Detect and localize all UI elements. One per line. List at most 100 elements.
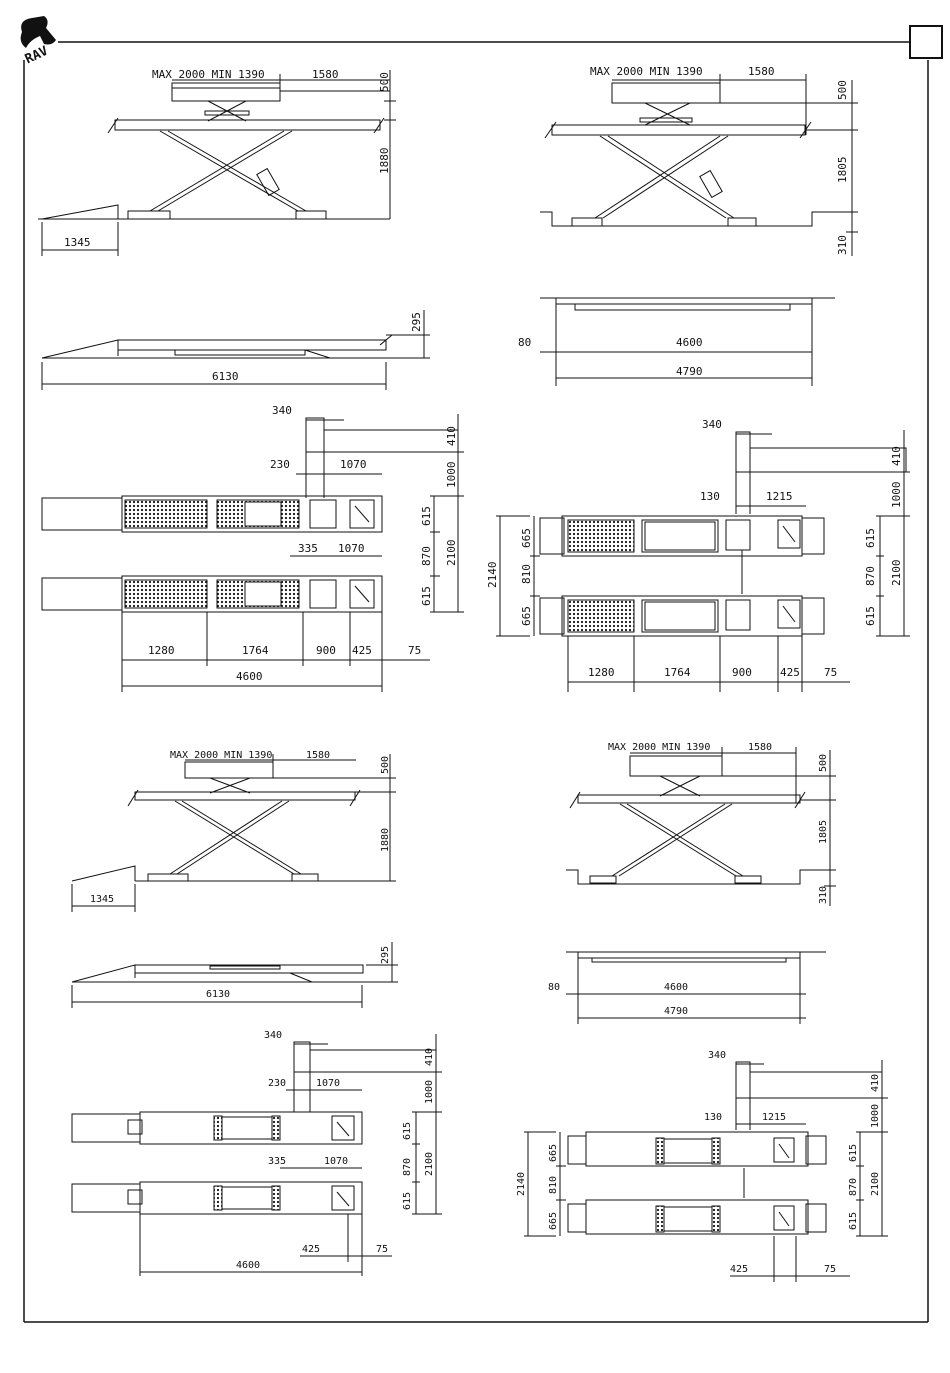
dim-4600: 4600	[236, 1260, 260, 1271]
dim-340: 340	[272, 404, 292, 417]
dim-1070-a: 1070	[316, 1078, 340, 1089]
dim-615-a: 615	[420, 506, 433, 526]
dim-615-a: 615	[864, 528, 877, 548]
dim-1280: 1280	[148, 644, 175, 657]
dim-410: 410	[445, 426, 458, 446]
dim-335: 335	[298, 542, 318, 555]
dim-665-b: 665	[548, 1212, 559, 1230]
dim-425: 425	[352, 644, 372, 657]
dim-2100: 2100	[445, 540, 458, 567]
dim-870: 870	[848, 1178, 859, 1196]
dim-615-a: 615	[402, 1122, 413, 1140]
dim-310: 310	[818, 886, 829, 904]
dim-4600: 4600	[676, 336, 703, 349]
dim-6130: 6130	[206, 989, 230, 1000]
dim-500: 500	[836, 80, 849, 100]
dim-500: 500	[818, 754, 829, 772]
dim-500: 500	[378, 72, 391, 92]
dim-1280: 1280	[588, 666, 615, 679]
dim-425: 425	[730, 1264, 748, 1275]
plan-view-right-bottom	[524, 1060, 888, 1282]
side-view-ramp-bottom-labels: MAX 2000 MIN 1390 1580 500 1880 1345	[90, 750, 391, 905]
lowered-view-pit-top-labels: 80 4600 4790	[518, 336, 703, 378]
dim-2100: 2100	[870, 1172, 881, 1196]
dim-75: 75	[824, 1264, 836, 1275]
dim-1215: 1215	[762, 1112, 786, 1123]
dim-295: 295	[410, 312, 423, 332]
dim-425: 425	[780, 666, 800, 679]
lowered-view-pit-bottom	[566, 951, 826, 1024]
dim-max-min: MAX 2000 MIN 1390	[152, 68, 265, 81]
logo-text: RAV	[23, 44, 51, 68]
dim-80: 80	[518, 336, 531, 349]
dim-615-b: 615	[864, 606, 877, 626]
dim-870: 870	[402, 1158, 413, 1176]
dim-4790: 4790	[676, 365, 703, 378]
dim-4600: 4600	[236, 670, 263, 683]
plan-view-left-top	[41, 414, 464, 692]
side-view-ramp-top-labels: MAX 2000 MIN 1390 1580 500 1880 1345	[64, 68, 391, 249]
dim-1000: 1000	[445, 462, 458, 489]
dim-130: 130	[700, 490, 720, 503]
dim-1580: 1580	[748, 742, 772, 753]
plan-view-left-bottom-labels: 340 410 230 1070 1000 615 335 1070 870 2…	[236, 1030, 435, 1271]
dim-900: 900	[316, 644, 336, 657]
dim-2100: 2100	[890, 560, 903, 587]
side-view-ramp-bottom	[71, 754, 396, 912]
dim-2140: 2140	[486, 562, 499, 589]
dim-870: 870	[420, 546, 433, 566]
plan-view-right-top-labels: 340 410 130 1215 1000 2140 665 810 665 6…	[486, 418, 903, 679]
lowered-view-ramp-top-labels: 295 6130	[212, 312, 423, 383]
dim-1805: 1805	[836, 157, 849, 184]
dim-1070-a: 1070	[340, 458, 367, 471]
dim-1580: 1580	[748, 65, 775, 78]
dim-max-min: MAX 2000 MIN 1390	[608, 742, 710, 753]
lowered-view-ramp-top	[41, 310, 430, 390]
dim-665-a: 665	[520, 528, 533, 548]
plan-view-right-top	[496, 430, 910, 692]
dim-335: 335	[268, 1156, 286, 1167]
dim-410: 410	[890, 446, 903, 466]
dim-1580: 1580	[312, 68, 339, 81]
plan-view-left-bottom	[71, 1034, 442, 1276]
dim-1805: 1805	[818, 820, 829, 844]
dim-1070-b: 1070	[324, 1156, 348, 1167]
dim-410: 410	[424, 1048, 435, 1066]
dim-340: 340	[708, 1050, 726, 1061]
dim-1000: 1000	[870, 1104, 881, 1128]
dim-75: 75	[376, 1244, 388, 1255]
dim-230: 230	[268, 1078, 286, 1089]
dim-75: 75	[824, 666, 837, 679]
dim-6130: 6130	[212, 370, 239, 383]
page-number-box	[909, 25, 943, 59]
dim-75: 75	[408, 644, 421, 657]
dim-1000: 1000	[424, 1080, 435, 1104]
dim-1000: 1000	[890, 482, 903, 509]
page-frame	[23, 25, 943, 1323]
side-view-ramp-top	[38, 70, 396, 256]
dim-665-b: 665	[520, 606, 533, 626]
dim-810: 810	[548, 1176, 559, 1194]
dim-615-b: 615	[420, 586, 433, 606]
dim-870: 870	[864, 566, 877, 586]
lowered-view-pit-bottom-labels: 80 4600 4790	[548, 982, 688, 1017]
dim-max-min: MAX 2000 MIN 1390	[170, 750, 272, 761]
dim-1580: 1580	[306, 750, 330, 761]
dim-1215: 1215	[766, 490, 793, 503]
dim-310: 310	[836, 235, 849, 255]
dim-615-a: 615	[848, 1144, 859, 1162]
dim-2140: 2140	[516, 1172, 527, 1196]
dim-1345: 1345	[90, 894, 114, 905]
dim-340: 340	[264, 1030, 282, 1041]
dim-max-min: MAX 2000 MIN 1390	[590, 65, 703, 78]
dim-615-b: 615	[402, 1192, 413, 1210]
dim-1764: 1764	[242, 644, 269, 657]
dim-80: 80	[548, 982, 560, 993]
dim-665-a: 665	[548, 1144, 559, 1162]
dim-230: 230	[270, 458, 290, 471]
dim-500: 500	[380, 756, 391, 774]
dim-810: 810	[520, 564, 533, 584]
side-view-pit-top-labels: MAX 2000 MIN 1390 1580 500 1805 310	[590, 65, 849, 255]
side-view-pit-top	[540, 74, 858, 256]
